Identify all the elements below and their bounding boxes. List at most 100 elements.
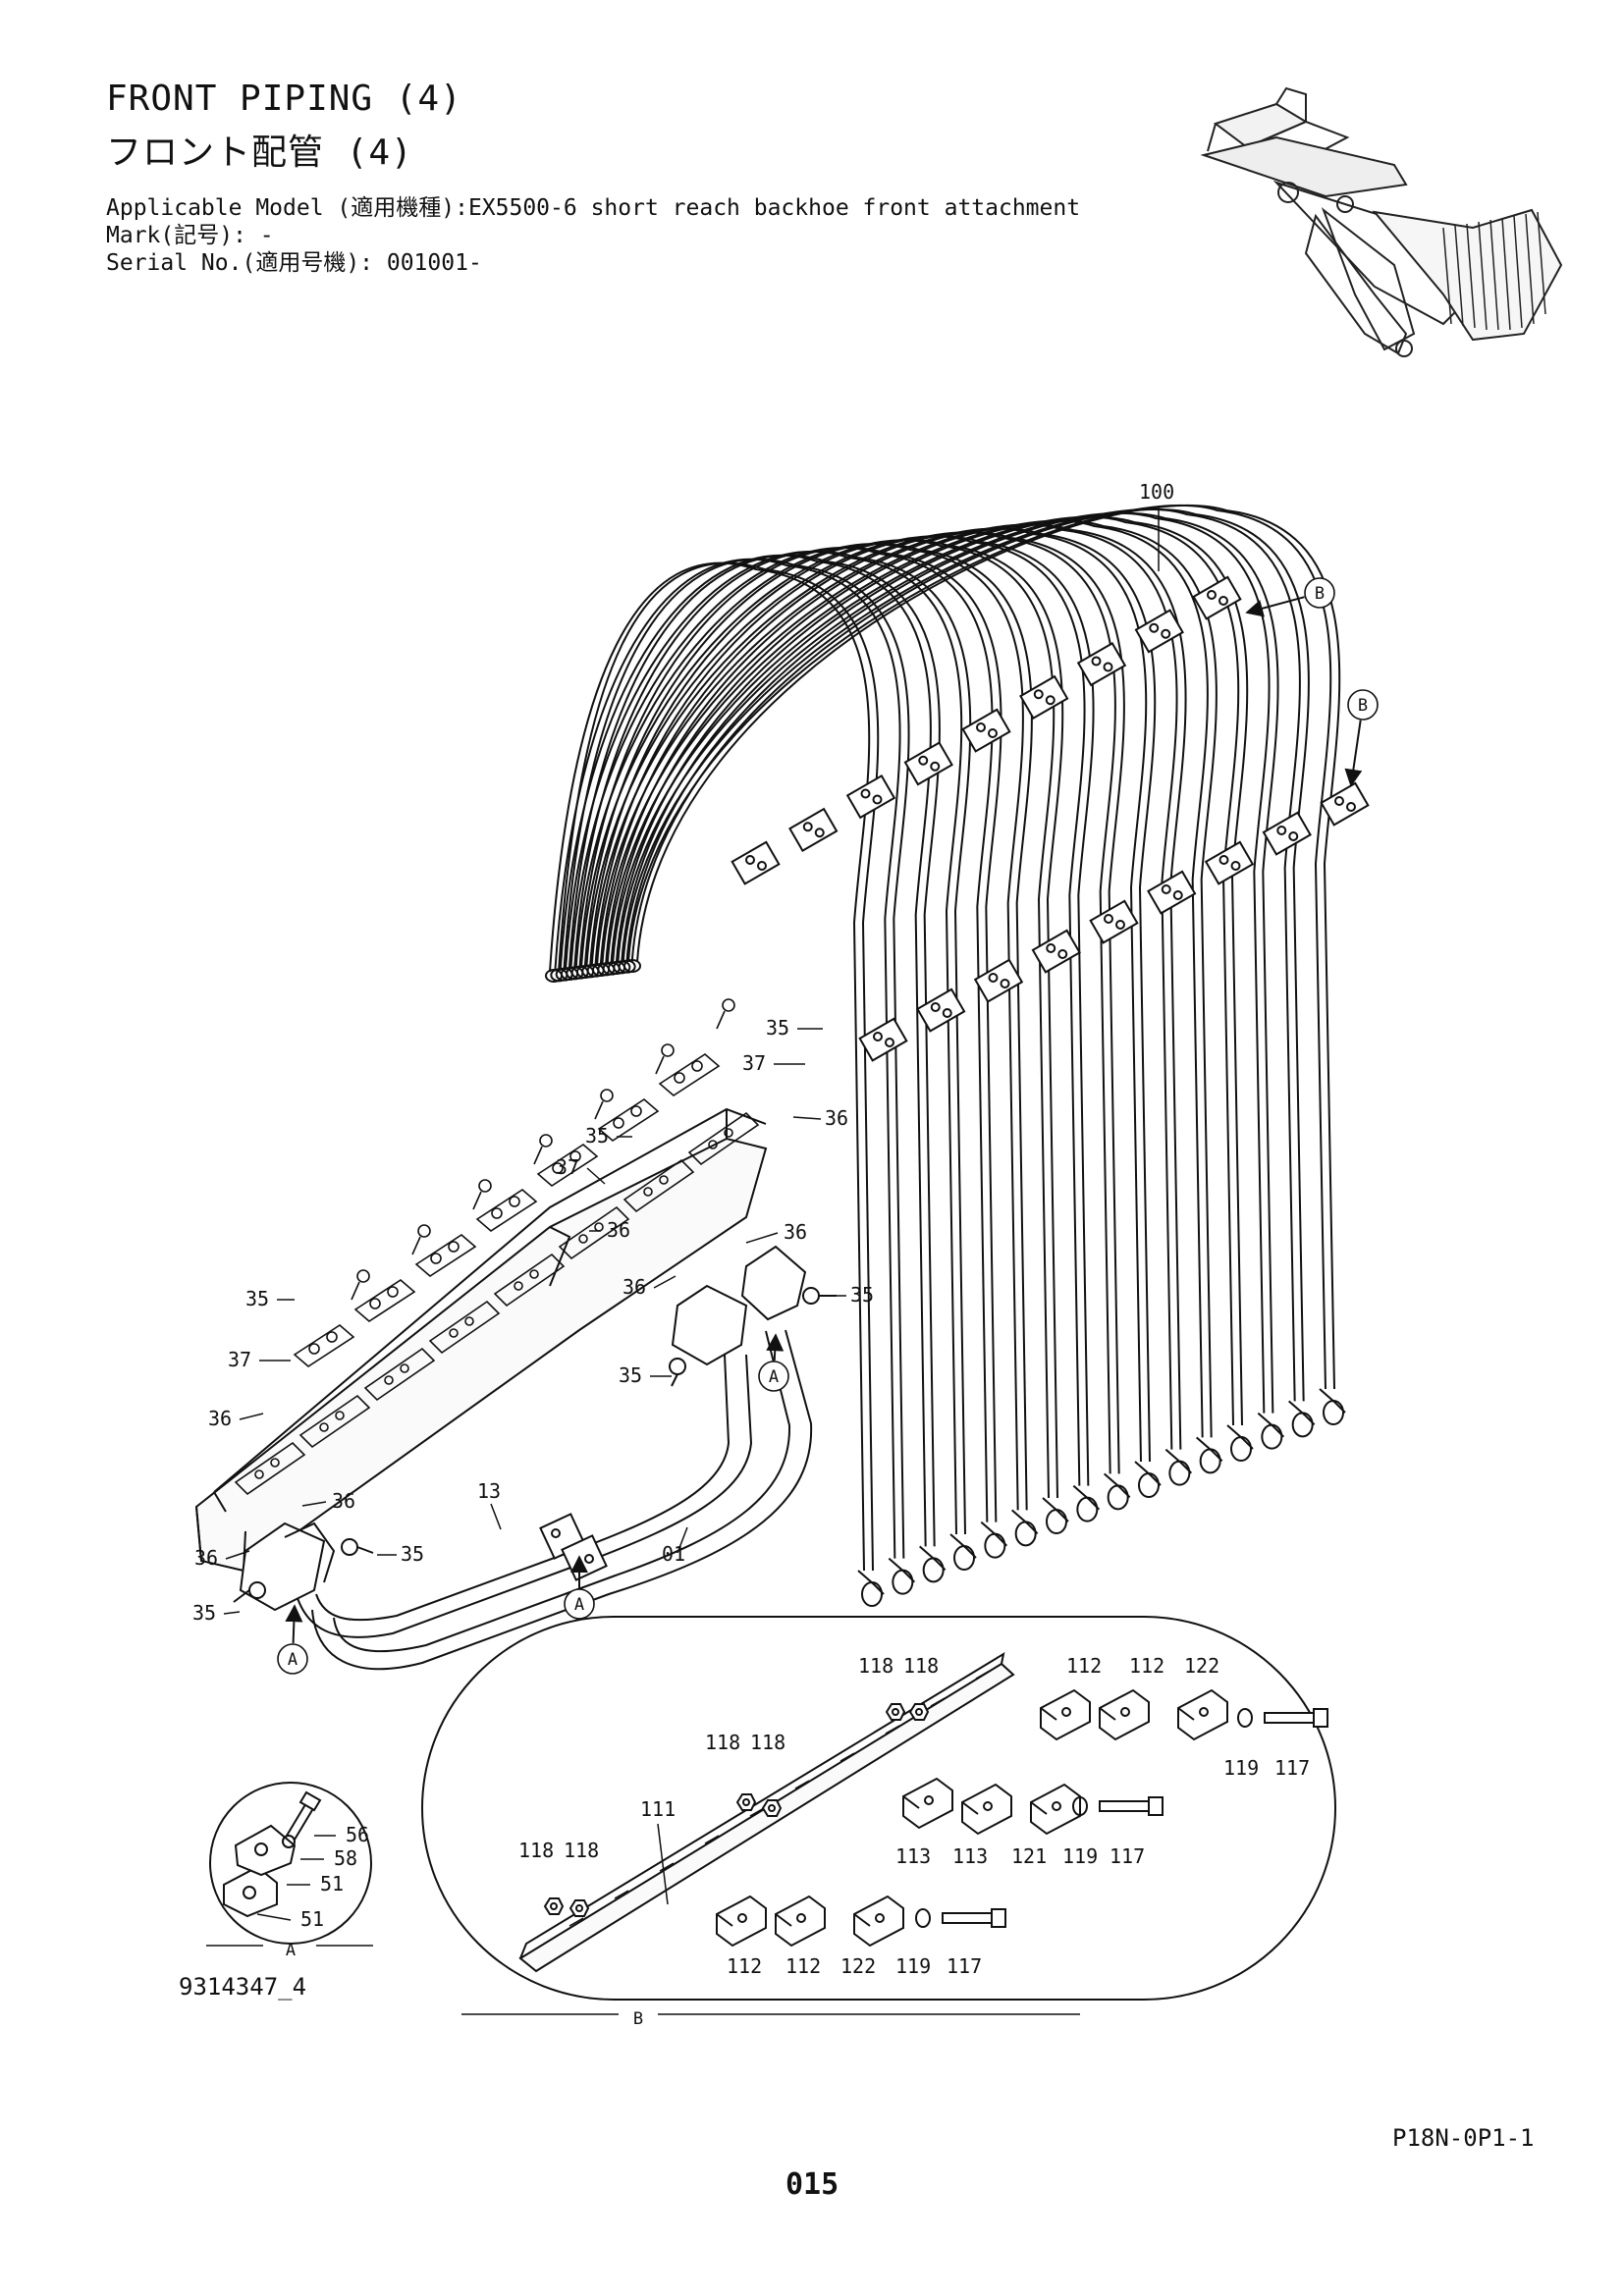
part-callout: 01 (662, 1526, 688, 1566)
hose-elbow (1104, 1472, 1131, 1499)
leader-line (792, 1116, 822, 1120)
callout-label: 36 (208, 1407, 232, 1430)
callout-label: 122 (840, 1954, 876, 1978)
hose-fitting (1261, 1423, 1283, 1450)
manifold-assembly (194, 998, 768, 1573)
callout-label: 56 (346, 1823, 369, 1846)
clamp-bracket (1040, 1688, 1091, 1741)
callout-label: 112 (785, 1954, 821, 1978)
part-callout: 36 (623, 1275, 677, 1299)
part-callout: 119 (895, 1954, 931, 1978)
hose-line (578, 547, 1002, 1522)
hose-fitting (1076, 1496, 1099, 1522)
part-callout: 118 (903, 1654, 939, 1678)
leader-line (239, 1413, 264, 1420)
callout-label: 51 (300, 1907, 324, 1931)
rail-slot (614, 1890, 629, 1899)
callout-label: 119 (895, 1954, 931, 1978)
manifold-block (558, 1205, 630, 1260)
part-callout: 119 (1223, 1756, 1259, 1780)
bolt (655, 1043, 675, 1075)
reference-marker-b: B (1245, 577, 1335, 617)
callout-label: 112 (1129, 1654, 1164, 1678)
part-callout: 35 (245, 1287, 295, 1310)
callout-label: 122 (1184, 1654, 1219, 1678)
rail-slot (659, 1862, 675, 1872)
callout-label: 113 (952, 1844, 988, 1868)
serial-number-line: Serial No.(適用号機): 001001- (106, 250, 482, 276)
detail-view-b (421, 1616, 1336, 2001)
hose-clamp (1262, 811, 1312, 856)
leader-line (490, 1503, 502, 1530)
page-number: 015 (785, 2167, 839, 2202)
hose-elbow (857, 1570, 885, 1595)
rail-slot (839, 1752, 855, 1762)
callout-label: 35 (585, 1124, 609, 1148)
callout-label: 112 (1066, 1654, 1102, 1678)
manifold-block (687, 1111, 760, 1166)
part-callout: 35 (377, 1542, 424, 1566)
hose-line (554, 558, 901, 1559)
detail-b-label: B (633, 2009, 643, 2029)
reference-marker-b: B (1344, 689, 1379, 787)
callout-label: 35 (401, 1542, 424, 1566)
callout-label: 37 (556, 1155, 579, 1179)
bolt-with-washer (915, 1908, 1006, 1928)
hose-clamp (903, 741, 953, 786)
bolt (472, 1179, 492, 1210)
callout-label: 117 (1110, 1844, 1145, 1868)
rail-slot (794, 1780, 810, 1789)
part-callout: 37 (228, 1348, 291, 1371)
part-callout: 111 (640, 1797, 676, 1905)
hose-clamp (961, 708, 1011, 753)
manifold-block (493, 1253, 566, 1308)
part-callout: 51 (287, 1872, 344, 1896)
split-flange (414, 1234, 477, 1277)
part-callout: 113 (952, 1844, 988, 1868)
hose-clamp (731, 840, 781, 885)
hose-fitting (892, 1569, 914, 1595)
hose-elbow (1288, 1400, 1316, 1426)
hose-line (625, 511, 1279, 1414)
drawing-number: 9314347_4 (179, 1973, 307, 2001)
clamp-bracket (902, 1777, 953, 1830)
split-flange (536, 1144, 599, 1187)
callout-label: 35 (245, 1287, 269, 1310)
part-callout: 112 (1066, 1654, 1102, 1678)
nut (885, 1703, 906, 1721)
part-callout: 35 (192, 1601, 241, 1625)
hose-clamp (916, 988, 966, 1033)
part-callout: 118 (564, 1839, 599, 1862)
bolt (351, 1269, 370, 1301)
leader-line (225, 1550, 250, 1560)
leader-line (657, 1823, 669, 1905)
callout-label: 121 (1011, 1844, 1047, 1868)
nut (908, 1703, 930, 1721)
bolt (411, 1224, 431, 1255)
reference-letter: B (1315, 584, 1325, 604)
part-callout: 119 (1062, 1844, 1098, 1868)
part-callout: 36 (208, 1407, 264, 1430)
rail-slot (568, 1917, 584, 1927)
clamp-bracket (775, 1895, 826, 1948)
split-flange (658, 1053, 721, 1096)
hose-clamp (858, 1017, 908, 1062)
leader-line (677, 1526, 688, 1554)
callout-label: 117 (947, 1954, 982, 1978)
hose-line (563, 558, 910, 1559)
part-callout: 100 (1139, 480, 1174, 571)
manifold-block (298, 1394, 371, 1449)
hose-fitting (1199, 1448, 1221, 1474)
hose-line (636, 505, 1341, 1390)
pipe-flange-right (669, 1245, 837, 1387)
nut (735, 1793, 757, 1811)
hose-line (574, 543, 1024, 1511)
callout-label: 118 (858, 1654, 893, 1678)
leader-line (586, 1167, 606, 1185)
leader-line (301, 1501, 327, 1507)
hose-elbow (1042, 1497, 1069, 1522)
hose-clamp (1089, 899, 1139, 944)
hose-elbow (1011, 1509, 1039, 1535)
split-flange (597, 1098, 660, 1142)
